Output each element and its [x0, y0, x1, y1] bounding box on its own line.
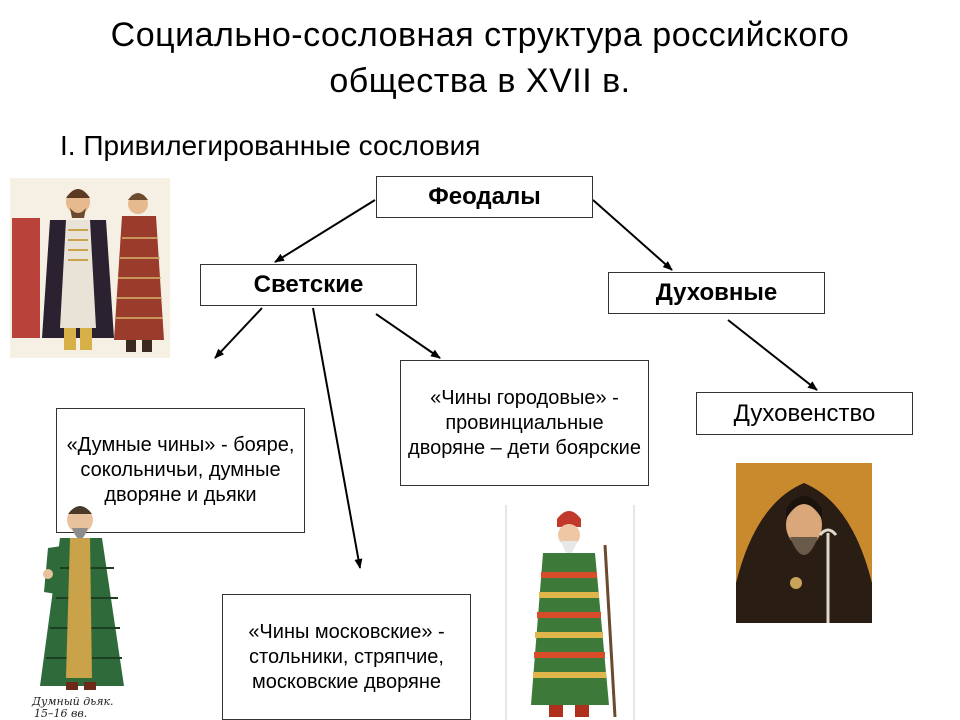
arrow-feudals-to-secular — [274, 199, 376, 263]
node-clergy-label: Духовенство — [733, 399, 876, 427]
node-town-ranks: «Чины городовые» - провинциальные дворян… — [400, 360, 649, 486]
duma-clerk-caption-line-2: 15–16 вв. — [34, 707, 88, 720]
node-feudals-label: Феодалы — [428, 183, 541, 210]
node-spiritual-label: Духовные — [655, 279, 778, 306]
node-spiritual: Духовные — [608, 272, 825, 314]
arrow-secular-to-moscow — [312, 307, 363, 569]
node-town-ranks-label: «Чины городовые» - провинциальные дворян… — [408, 386, 641, 459]
node-duma-ranks-label: «Думные чины» - бояре, сокольничьи, думн… — [66, 434, 295, 506]
node-secular-label: Светские — [253, 271, 364, 298]
slide-title: Социально-сословная структура российског… — [40, 12, 920, 104]
duma-clerk-caption: Думный дьяк. 15–16 вв. — [32, 696, 114, 720]
title-line-2: общества в XVII в. — [329, 62, 631, 100]
node-moscow-ranks: «Чины московские» - стольники, стряпчие,… — [222, 594, 471, 720]
arrow-secular-to-town — [375, 313, 441, 359]
node-feudals: Феодалы — [376, 176, 593, 218]
duma-clerk-illustration — [40, 506, 124, 690]
node-duma-ranks: «Думные чины» - бояре, сокольничьи, думн… — [56, 408, 305, 533]
node-secular: Светские — [200, 264, 417, 306]
duma-clerk-caption-line-1: Думный дьяк. — [32, 695, 114, 708]
title-line-1: Социально-сословная структура российског… — [110, 16, 850, 54]
cleric-portrait — [736, 463, 872, 623]
node-moscow-ranks-label: «Чины московские» - стольники, стряпчие,… — [248, 620, 445, 693]
provincial-noble-illustration — [505, 505, 635, 720]
arrow-secular-to-duma — [214, 307, 263, 359]
section-heading: I. Привилегированные сословия — [60, 130, 481, 161]
boyars-illustration — [10, 178, 170, 358]
node-clergy: Духовенство — [696, 392, 913, 435]
arrow-spiritual-to-clergy — [727, 319, 818, 391]
arrow-feudals-to-spiritual — [592, 199, 673, 271]
